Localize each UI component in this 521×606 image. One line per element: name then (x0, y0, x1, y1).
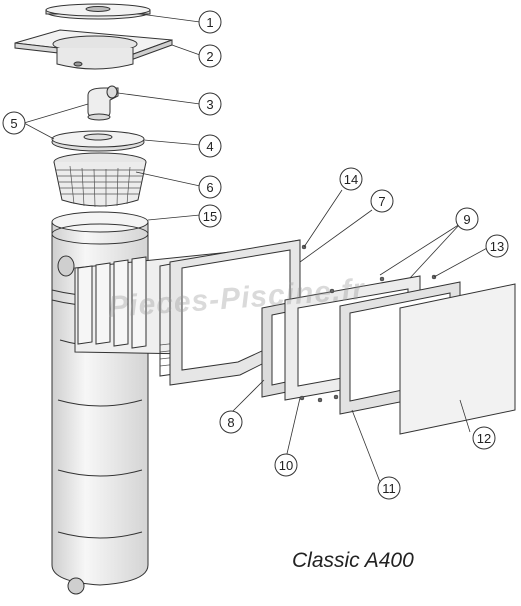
diagram-title: Classic A400 (292, 549, 414, 572)
skimmer-basket (53, 152, 147, 208)
svg-text:13: 13 (490, 239, 504, 254)
elbow-fitting (87, 85, 119, 121)
svg-text:10: 10 (279, 458, 293, 473)
svg-text:5: 5 (10, 116, 17, 131)
callout-5: 5 (2, 111, 26, 135)
front-cover-panel (399, 283, 516, 435)
callout-2: 2 (198, 44, 222, 68)
callout-7: 7 (370, 189, 394, 213)
svg-text:7: 7 (378, 194, 385, 209)
screws (299, 244, 437, 403)
svg-text:4: 4 (206, 139, 213, 154)
svg-text:15: 15 (203, 209, 217, 224)
svg-text:3: 3 (206, 97, 213, 112)
callout-15: 15 (198, 204, 222, 228)
callout-14: 14 (339, 167, 363, 191)
svg-text:11: 11 (382, 481, 396, 496)
svg-text:14: 14 (344, 172, 358, 187)
callout-leaders (23, 13, 490, 483)
svg-text:8: 8 (227, 415, 234, 430)
callout-11: 11 (377, 476, 401, 500)
callout-6: 6 (198, 175, 222, 199)
callout-8: 8 (219, 410, 243, 434)
callout-13: 13 (485, 234, 509, 258)
skimmer-collar (14, 29, 173, 70)
callout-3: 3 (198, 92, 222, 116)
svg-text:1: 1 (206, 15, 213, 30)
callout-10: 10 (274, 453, 298, 477)
callout-12: 12 (472, 426, 496, 450)
svg-text:12: 12 (477, 431, 491, 446)
skimmer-lid (45, 3, 151, 20)
callout-9: 9 (455, 207, 479, 231)
basket-cover (51, 130, 145, 152)
svg-text:2: 2 (206, 49, 213, 64)
svg-text:9: 9 (463, 212, 470, 227)
svg-text:6: 6 (206, 180, 213, 195)
callout-4: 4 (198, 134, 222, 158)
callout-1: 1 (198, 10, 222, 34)
